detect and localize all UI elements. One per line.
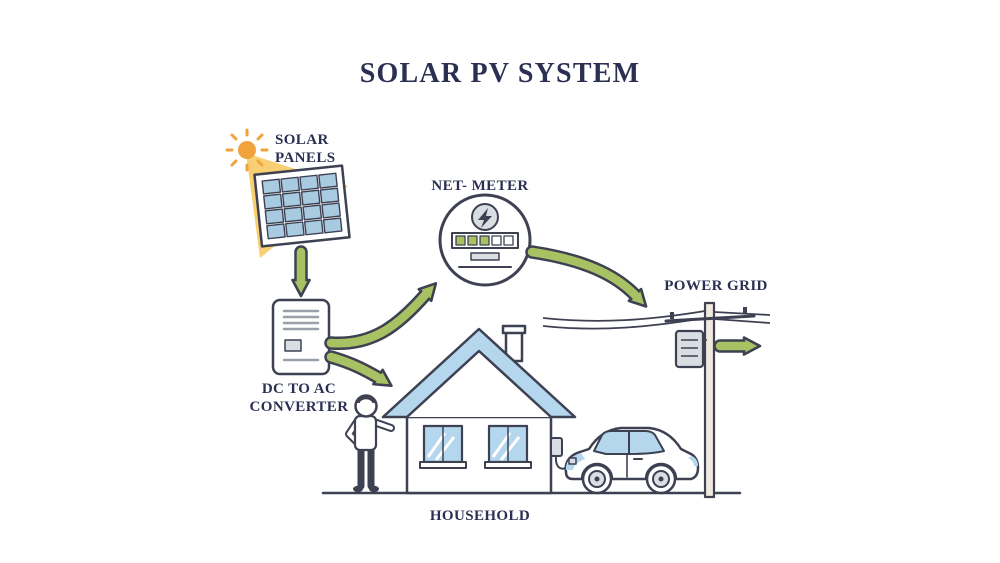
window [484, 424, 532, 469]
sun-icon [225, 128, 269, 172]
meter-gauge-bars [455, 235, 514, 246]
solar-panel [253, 164, 351, 248]
converter-label: DC TO AC CONVERTER [250, 381, 349, 415]
converter-label-line2: CONVERTER [250, 399, 349, 415]
meter-to-grid-arrow [525, 245, 654, 314]
lightning-icon [478, 208, 492, 228]
panel-to-converter-arrow [291, 245, 311, 298]
solar-panels-label: SOLAR PANELS [275, 132, 335, 166]
insulator [670, 312, 674, 319]
house [381, 324, 577, 495]
dc-ac-converter [271, 298, 331, 376]
ev-charger [550, 437, 563, 457]
pole-crossarm [664, 314, 756, 323]
power-lines [542, 310, 771, 330]
converter-label-line1: DC TO AC [262, 381, 336, 397]
solar-panels-label-line2: PANELS [275, 150, 335, 166]
solar-cells [261, 172, 343, 240]
power-grid-label: POWER GRID [664, 278, 768, 294]
car-wheel [645, 463, 677, 495]
net-meter [438, 193, 532, 287]
meter-readout [470, 252, 500, 261]
solar-panels-label-line1: SOLAR [275, 132, 329, 148]
converter-to-house-arrow [324, 350, 398, 395]
utility-pole [664, 301, 756, 499]
charge-port [568, 457, 577, 465]
person [345, 394, 395, 493]
person-shoe [369, 485, 379, 493]
net-meter-label: NET- METER [431, 178, 528, 194]
transformer [674, 329, 707, 369]
chimney [501, 324, 527, 363]
person-hair [355, 394, 377, 403]
page-title: SOLAR PV SYSTEM [360, 58, 640, 89]
converter-vents [282, 309, 320, 362]
car-wheel [581, 463, 613, 495]
house-gable [407, 351, 551, 417]
electric-car [564, 426, 700, 495]
roof [381, 327, 577, 419]
grid-output-arrow [713, 336, 762, 356]
insulator [743, 307, 747, 314]
person-shoe [353, 485, 363, 493]
person-torso [353, 414, 378, 452]
window [419, 424, 467, 469]
converter-to-meter-arrow [324, 276, 444, 351]
converter-display [284, 339, 302, 352]
household-label: HOUSEHOLD [430, 508, 530, 524]
car-rear-accent [688, 456, 698, 466]
